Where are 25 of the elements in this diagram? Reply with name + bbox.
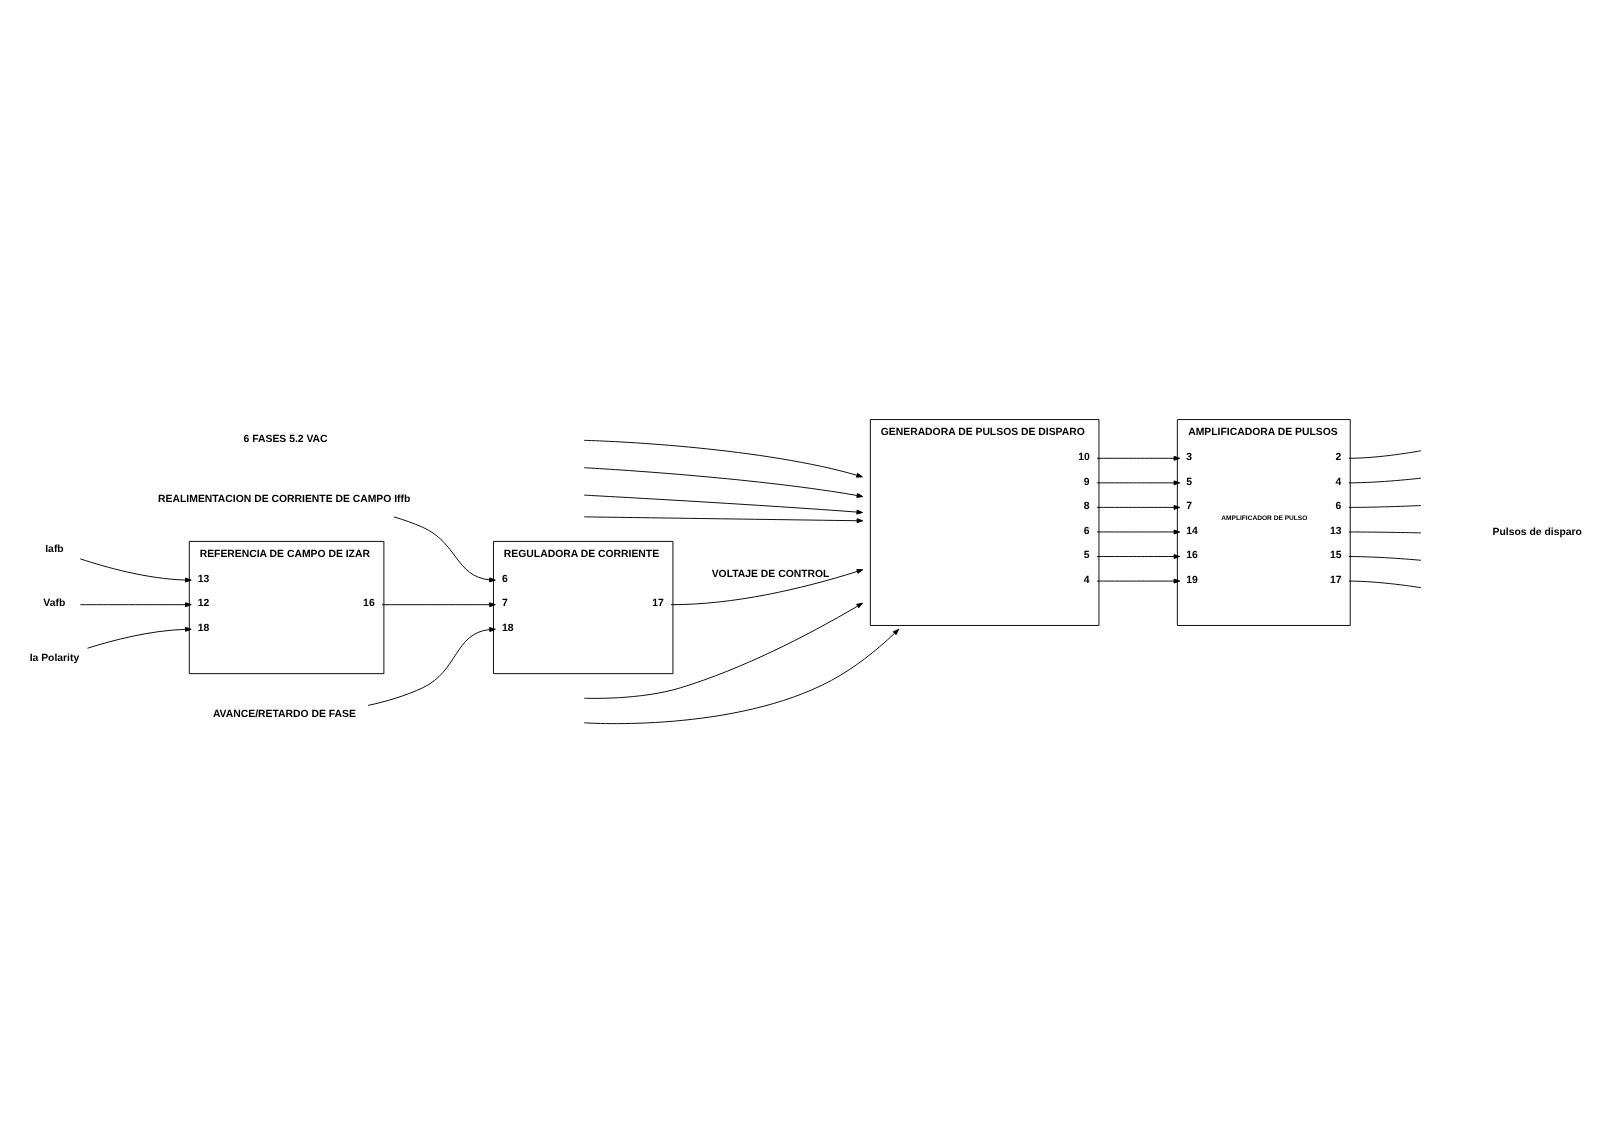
arrow	[1096, 578, 1181, 584]
arrow	[79, 558, 192, 583]
connector	[1348, 531, 1422, 534]
connector	[1348, 556, 1422, 561]
connector	[1348, 580, 1422, 589]
connector	[1348, 505, 1422, 508]
arrow	[583, 516, 864, 524]
arrow	[1096, 529, 1181, 535]
arrow	[381, 602, 496, 608]
arrow	[583, 439, 863, 478]
arrow	[583, 467, 864, 498]
arrow	[583, 602, 864, 699]
arrow	[393, 516, 496, 583]
connector	[1348, 450, 1422, 459]
arrow	[1096, 554, 1181, 559]
connector	[1348, 477, 1422, 484]
arrow	[1096, 504, 1181, 510]
arrow	[1096, 455, 1181, 461]
arrow	[87, 626, 192, 649]
arrow	[583, 494, 863, 515]
arrow	[367, 627, 496, 706]
arrow	[670, 569, 864, 606]
arrow	[79, 602, 192, 608]
arrow	[1096, 480, 1181, 486]
arrow	[583, 628, 900, 725]
